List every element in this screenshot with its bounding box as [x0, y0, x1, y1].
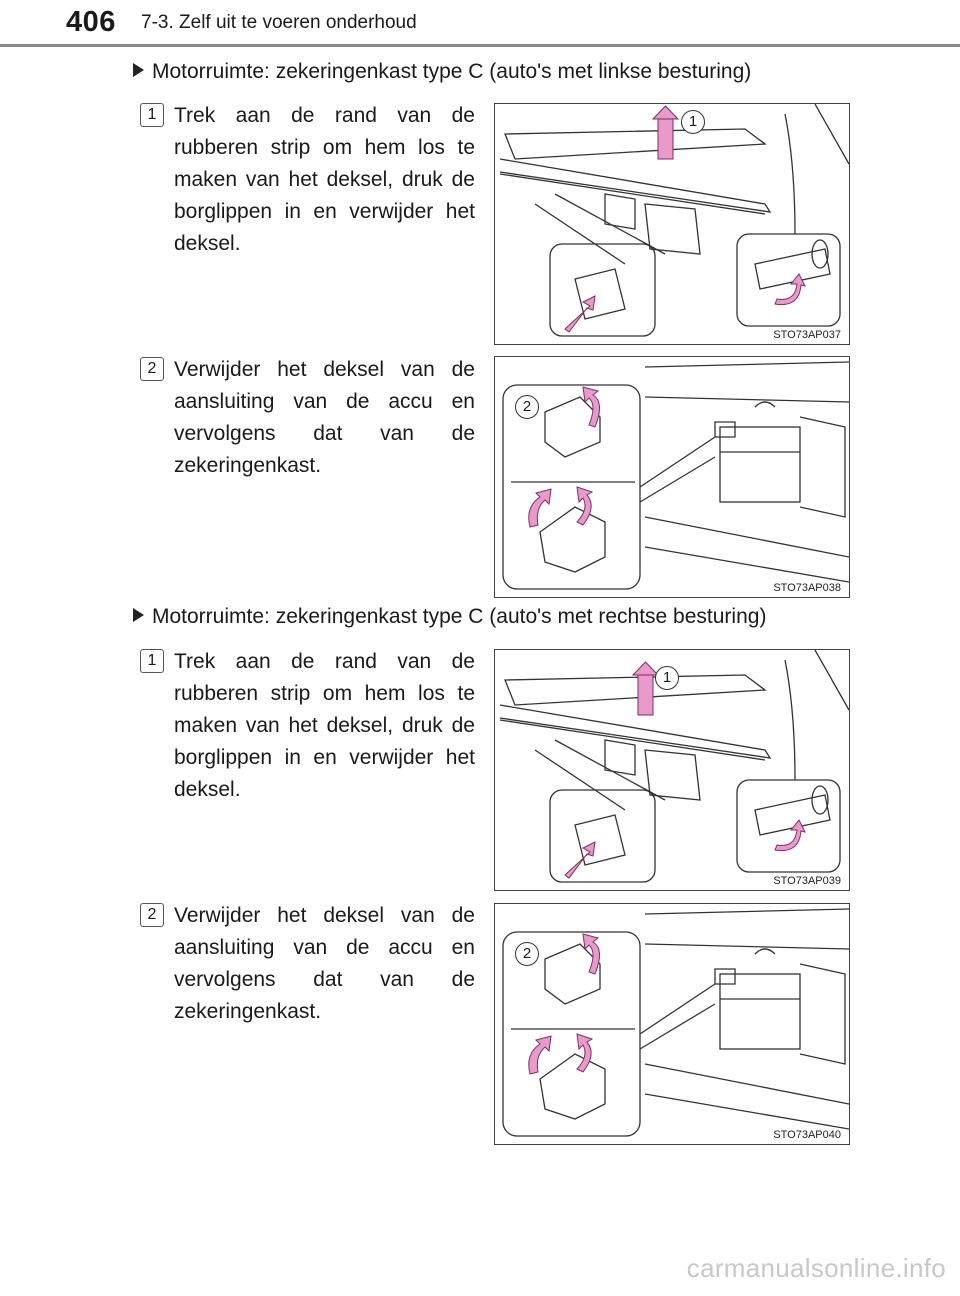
engine-bay-illustration	[499, 650, 849, 883]
figure-code: STO73AP038	[771, 582, 843, 594]
step-number-badge: 1	[140, 103, 164, 127]
step-1-lhd: 1 Trek aan de rand van de rubberen strip…	[140, 101, 475, 261]
figure-callout: 2	[515, 395, 539, 419]
engine-bay-illustration	[502, 361, 849, 590]
triangle-bullet-icon	[133, 63, 144, 77]
figure-code: STO73AP039	[771, 875, 843, 887]
section-heading-lhd: Motorruimte: zekeringenkast type C (auto…	[133, 60, 751, 84]
figure-code: STO73AP040	[771, 1129, 843, 1141]
figure-rubber-strip-rhd: 1 STO73AP039	[494, 649, 850, 891]
chapter-title: 7-3. Zelf uit te voeren onderhoud	[141, 12, 417, 33]
section-heading-text: Motorruimte: zekeringenkast type C (auto…	[152, 60, 752, 83]
step-instruction: Trek aan de rand van de rubberen strip o…	[174, 650, 475, 801]
engine-bay-illustration	[502, 908, 849, 1137]
step-2-lhd: 2 Verwijder het deksel van de aansluitin…	[140, 355, 475, 485]
step-number-badge: 2	[140, 357, 164, 381]
figure-battery-cover-rhd: 2 STO73AP040	[494, 903, 850, 1145]
section-heading-text: Motorruimte: zekeringenkast type C (auto…	[152, 605, 767, 628]
figure-battery-cover-lhd: 2 STO73AP038	[494, 356, 850, 598]
step-number-badge: 2	[140, 903, 164, 927]
step-instruction: Verwijder het deksel van de aansluiting …	[174, 358, 475, 477]
figure-rubber-strip-lhd: 1 STO73AP037	[494, 103, 850, 345]
engine-bay-illustration	[499, 104, 849, 337]
header-rule	[0, 44, 960, 47]
step-1-rhd: 1 Trek aan de rand van de rubberen strip…	[140, 647, 475, 807]
page-number: 406	[66, 6, 116, 38]
step-number-badge: 1	[140, 649, 164, 673]
section-heading-rhd: Motorruimte: zekeringenkast type C (auto…	[133, 605, 766, 629]
step-instruction: Trek aan de rand van de rubberen strip o…	[174, 104, 475, 255]
watermark: carmanualsonline.info	[686, 1253, 946, 1283]
step-instruction: Verwijder het deksel van de aansluiting …	[174, 904, 475, 1023]
figure-code: STO73AP037	[771, 329, 843, 341]
triangle-bullet-icon	[133, 608, 144, 622]
figure-callout: 1	[681, 110, 705, 134]
figure-callout: 1	[655, 666, 679, 690]
page-header: 406 7-3. Zelf uit te voeren onderhoud	[0, 0, 960, 48]
figure-callout: 2	[515, 942, 539, 966]
step-2-rhd: 2 Verwijder het deksel van de aansluitin…	[140, 901, 475, 1031]
